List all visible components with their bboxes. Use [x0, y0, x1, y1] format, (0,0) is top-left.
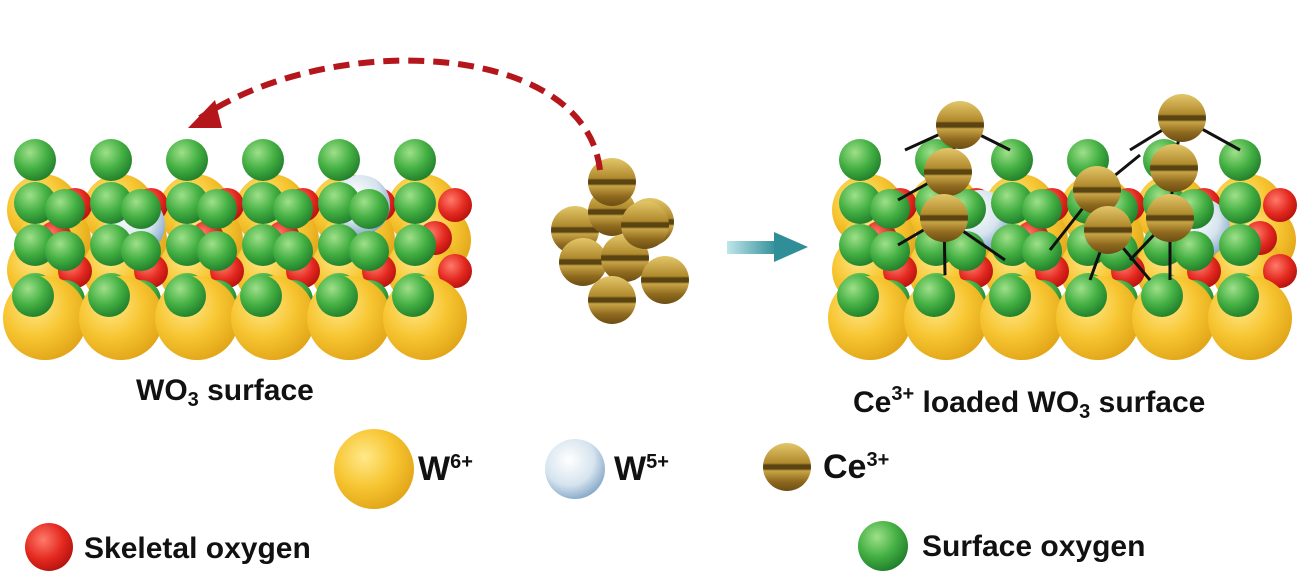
surface-oxygen-atom — [242, 139, 284, 181]
surface-oxygen-atom — [242, 224, 284, 266]
legend-swatches — [25, 429, 908, 571]
surface-oxygen-atom — [88, 275, 130, 317]
surface-oxygen-atom — [839, 224, 881, 266]
w5-swatch — [545, 439, 605, 499]
surface-oxygen-atom — [913, 275, 955, 317]
surface-oxygen-atom — [197, 231, 237, 271]
ce3-atom — [559, 238, 607, 286]
wo3-surface-slab — [3, 139, 472, 360]
surface-oxygen-atom — [991, 182, 1033, 224]
surface-oxygen-atom — [14, 224, 56, 266]
ce3-atom — [1158, 94, 1206, 142]
legend-ce3-label: Ce3+ — [823, 448, 890, 486]
surface-oxygen-atom — [1217, 275, 1259, 317]
surface-oxygen-atom — [392, 275, 434, 317]
straight-arrow — [727, 232, 808, 262]
surface-oxygen-atom — [164, 275, 206, 317]
surface-oxygen-atom — [991, 224, 1033, 266]
surface-oxygen-atom — [121, 231, 161, 271]
surface-oxygen-atom — [394, 224, 436, 266]
surface-oxygen-atom — [273, 189, 313, 229]
surface-oxygen-atom — [240, 275, 282, 317]
surface-oxygen-atom — [12, 275, 54, 317]
ce3-atom — [641, 256, 689, 304]
surface-oxygen-atom — [197, 189, 237, 229]
surface-oxygen-atom — [14, 139, 56, 181]
surface-oxygen-atom — [837, 275, 879, 317]
ce3-atom — [924, 148, 972, 196]
surface-oxygen-atom — [1022, 231, 1062, 271]
surface-oxygen-atom — [318, 182, 360, 224]
surface-oxygen-atom — [90, 224, 132, 266]
surface-oxygen-atom — [1219, 139, 1261, 181]
curved-arrow-head — [188, 100, 222, 128]
skeletal-oxygen-atom — [1263, 254, 1297, 288]
surface-oxygen-atom — [394, 182, 436, 224]
skeletal-oxygen-atom — [438, 188, 472, 222]
surface-oxygen-atom — [273, 231, 313, 271]
surface-oxygen-atom — [316, 275, 358, 317]
ce-loaded-surface-label: Ce3+ loaded WO3 surface — [853, 383, 1206, 423]
surface-oxygen-atom — [1141, 275, 1183, 317]
surface-oxygen-atom — [45, 231, 85, 271]
surface-oxygen-atom — [1065, 275, 1107, 317]
surface-oxygen-swatch — [858, 521, 908, 571]
surface-oxygen-atom — [166, 224, 208, 266]
surface-oxygen-atom — [349, 231, 389, 271]
legend-w6-label: W6+ — [418, 450, 473, 488]
surface-oxygen-atom — [45, 189, 85, 229]
surface-oxygen-atom — [121, 189, 161, 229]
surface-oxygen-atom — [394, 139, 436, 181]
ce3-cluster — [551, 158, 689, 324]
ce3-atom — [588, 276, 636, 324]
ce3-atom — [1084, 206, 1132, 254]
surface-oxygen-atom — [318, 224, 360, 266]
skeletal-oxygen-atom — [1263, 188, 1297, 222]
legend-skeletal-oxygen-label: Skeletal oxygen — [84, 532, 311, 565]
skeletal-oxygen-atom — [438, 254, 472, 288]
ce3-atom — [588, 158, 636, 206]
surface-oxygen-atom — [90, 139, 132, 181]
surface-oxygen-atom — [839, 182, 881, 224]
wo3-surface-label: WO3 surface — [136, 374, 314, 411]
ce3-atom — [1073, 166, 1121, 214]
surface-oxygen-atom — [1174, 231, 1214, 271]
surface-oxygen-atom — [1022, 189, 1062, 229]
legend-surface-oxygen-label: Surface oxygen — [922, 530, 1146, 563]
curved-arrow — [198, 57, 603, 171]
surface-oxygen-atom — [839, 139, 881, 181]
ce3-atom — [1150, 144, 1198, 192]
skeletal-oxygen-swatch — [25, 523, 73, 571]
ce3-swatch — [763, 443, 811, 491]
w6-swatch — [334, 429, 414, 509]
surface-oxygen-atom — [349, 189, 389, 229]
ce3-atom — [920, 194, 968, 242]
surface-oxygen-atom — [14, 182, 56, 224]
ce-loaded-wo3-surface-slab — [828, 94, 1297, 360]
ce3-atom — [621, 201, 669, 249]
surface-oxygen-atom — [90, 182, 132, 224]
surface-oxygen-atom — [318, 139, 360, 181]
surface-oxygen-atom — [1219, 182, 1261, 224]
surface-oxygen-atom — [242, 182, 284, 224]
surface-oxygen-atom — [1219, 224, 1261, 266]
surface-oxygen-atom — [989, 275, 1031, 317]
surface-oxygen-atom — [870, 231, 910, 271]
surface-oxygen-atom — [166, 182, 208, 224]
ce3-atom — [1146, 194, 1194, 242]
surface-oxygen-atom — [166, 139, 208, 181]
surface-oxygen-atom — [991, 139, 1033, 181]
ce3-atom — [936, 101, 984, 149]
legend-w5-label: W5+ — [614, 450, 669, 488]
